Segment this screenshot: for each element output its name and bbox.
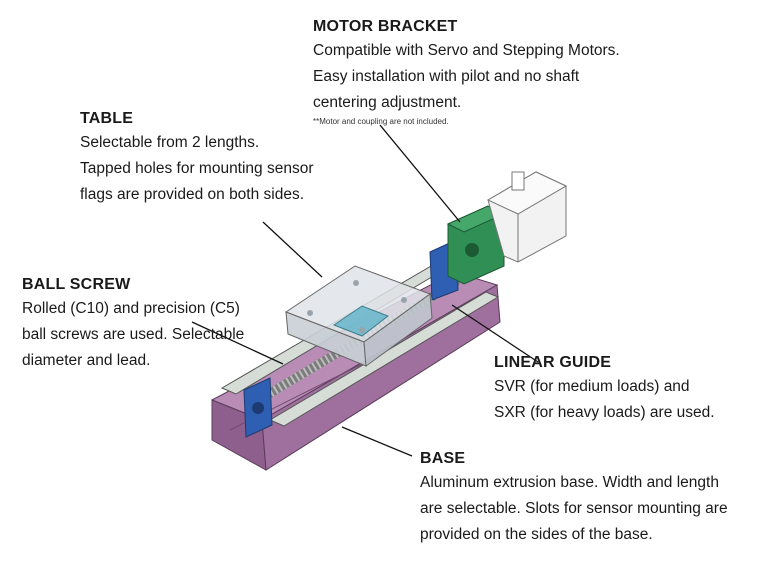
ball-screw-title: BALL SCREW: [22, 276, 131, 293]
table-line-2: Tapped holes for mounting sensor: [80, 160, 314, 177]
motor-outline: [486, 171, 568, 263]
motor-bracket-line-1: Compatible with Servo and Stepping Motor…: [313, 42, 620, 59]
ball-screw-line-1: Rolled (C10) and precision (C5): [22, 300, 240, 317]
ball-screw-callout: BALL SCREW Rolled (C10) and precision (C…: [22, 274, 244, 374]
leader-lines: [191, 124, 539, 457]
motor-bracket-note: **Motor and coupling are not included.: [313, 117, 449, 126]
table-line-1: Selectable from 2 lengths.: [80, 134, 260, 151]
base-callout: BASE Aluminum extrusion base. Width and …: [420, 448, 728, 548]
linear-guide-line-1: SVR (for medium loads) and: [494, 378, 690, 395]
ball-screw-line-3: diameter and lead.: [22, 352, 151, 369]
linear-guide-line-2: SXR (for heavy loads) are used.: [494, 404, 715, 421]
motor-bracket-part: [446, 205, 506, 285]
linear-guide-callout: LINEAR GUIDE SVR (for medium loads) and …: [494, 352, 715, 426]
table-line-3: flags are provided on both sides.: [80, 186, 305, 203]
table-callout: TABLE Selectable from 2 lengths. Tapped …: [80, 108, 314, 208]
motor-bracket-line-3: centering adjustment.: [313, 94, 462, 111]
base-line-2: are selectable. Slots for sensor mountin…: [420, 500, 728, 517]
base-title: BASE: [420, 450, 466, 467]
table-carriage: [284, 265, 433, 367]
ball-screw-line-2: ball screws are used. Selectable: [22, 326, 245, 343]
table-title: TABLE: [80, 110, 134, 127]
motor-bracket-line-2: Easy installation with pilot and no shaf…: [313, 68, 580, 85]
base-line-3: provided on the sides of the base.: [420, 526, 653, 543]
base-line-1: Aluminum extrusion base. Width and lengt…: [420, 474, 719, 491]
front-end-block: [243, 377, 273, 438]
motor-bracket-callout: MOTOR BRACKET Compatible with Servo and …: [313, 16, 620, 128]
motor-bracket-title: MOTOR BRACKET: [313, 18, 458, 35]
linear-guide-title: LINEAR GUIDE: [494, 354, 612, 371]
